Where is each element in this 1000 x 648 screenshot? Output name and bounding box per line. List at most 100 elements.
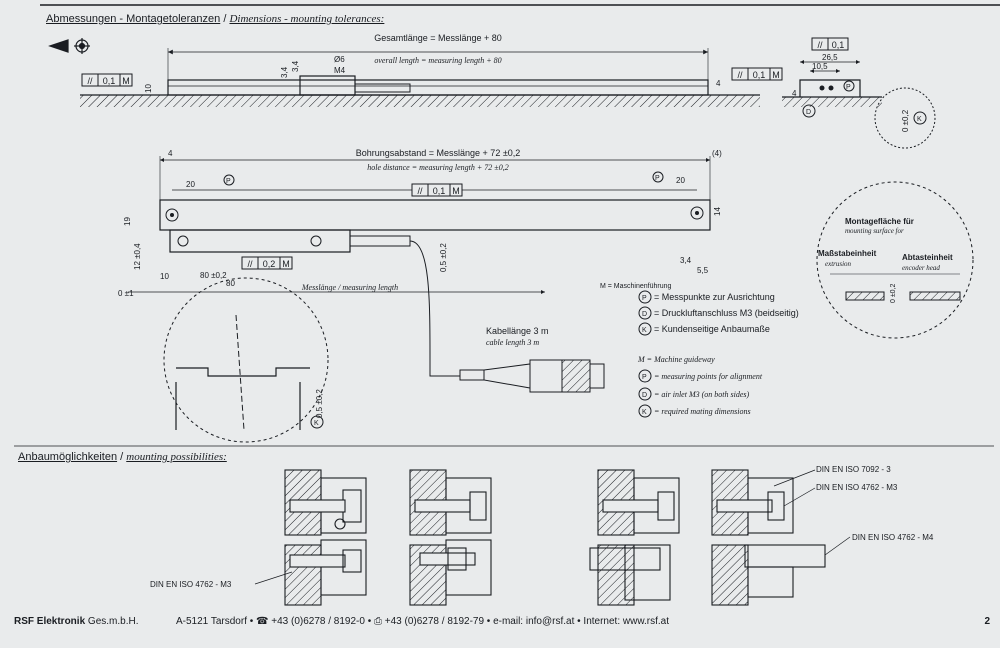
- mounting-heading-de: Anbaumöglichkeiten: [18, 451, 118, 463]
- svg-text:M: M: [282, 259, 290, 269]
- legend-de-sym-k: K: [642, 327, 647, 334]
- overall-length-en: overall length = measuring length + 80: [374, 56, 501, 65]
- scale-profile: [167, 79, 709, 96]
- mounting-variant-4: [711, 469, 826, 606]
- tolerance-frame-left: // 0,1 M: [81, 73, 133, 87]
- front-tolerance-frame: // 0,1 M: [411, 183, 463, 197]
- svg-text:M: M: [772, 70, 780, 80]
- label-d: D: [806, 109, 811, 116]
- reading-head-front: [169, 229, 351, 253]
- dim-10: 10: [144, 84, 153, 93]
- company-name: RSF Elektronik: [14, 616, 86, 627]
- standard-leaders: [254, 469, 851, 585]
- mounting-heading-en: mounting possibilities:: [126, 451, 227, 463]
- scale-body: [159, 199, 711, 231]
- machine-guideway-de: M = Maschinenführung: [600, 283, 672, 290]
- cable-length-en: cable length 3 m: [486, 338, 539, 347]
- tolerance-frame-right: // 0,1 M: [731, 67, 783, 81]
- standard-iso-4762-m4: DIN EN ISO 4762 - M4: [852, 533, 934, 542]
- head-tolerance-frame: // 0,2 M: [241, 256, 293, 270]
- dim-3-4-a: 3,4: [280, 66, 289, 78]
- detail-circle: [163, 277, 329, 443]
- legend-en-sym-p: P: [642, 374, 647, 381]
- standard-iso-4762-m3: DIN EN ISO 4762 - M3: [816, 483, 898, 492]
- legend-de-k: = Kundenseitige Anbaumaße: [654, 324, 770, 334]
- legend-de-sym-d: D: [642, 311, 647, 318]
- cable-connector: [459, 359, 605, 393]
- label-k-detail: K: [314, 420, 319, 427]
- svg-text:M: M: [122, 76, 130, 86]
- standard-iso-7092: DIN EN ISO 7092 - 3: [816, 465, 891, 474]
- dim-m4: M4: [334, 66, 346, 75]
- dim-4-front: 4: [168, 149, 173, 158]
- measuring-length-label: Messlänge / measuring length: [301, 283, 398, 292]
- dim-5-5: 5,5: [697, 266, 709, 275]
- legend-de-d: = Druckluftanschluss M3 (beidseitig): [654, 308, 799, 318]
- dim-10-5: 10,5: [812, 62, 828, 71]
- mounting-variant-1: [284, 469, 367, 606]
- scale-unit-en: extrusion: [825, 260, 852, 268]
- mounting-variant-2: [409, 469, 492, 606]
- page-number: 2: [984, 616, 990, 627]
- cable-length-de: Kabellänge 3 m: [486, 326, 549, 336]
- legend-en-k: = required mating dimensions: [654, 407, 751, 416]
- label-p-side: P: [846, 84, 851, 91]
- svg-text://: //: [737, 70, 743, 80]
- svg-text:0,1: 0,1: [433, 186, 446, 196]
- heading-en: Dimensions - mounting tolerances:: [229, 13, 385, 25]
- mounting-surface-detail: [816, 181, 974, 339]
- encoder-head-de: Abtasteinheit: [902, 253, 953, 262]
- side-tolerance-frame: // 0,1: [811, 37, 849, 51]
- heading-de: Abmessungen - Montagetoleranzen: [46, 13, 221, 25]
- projection-symbol-icon: [48, 38, 90, 54]
- legend-en-sym-k: K: [642, 409, 647, 416]
- legend-symbols: [638, 290, 652, 418]
- svg-text://: //: [417, 186, 423, 196]
- mounting-variant-3: [589, 469, 680, 606]
- dim-20-left: 20: [186, 180, 195, 189]
- hole-distance-en: hole distance = measuring length + 72 ±0…: [367, 163, 508, 172]
- svg-text://: //: [247, 259, 253, 269]
- dim-4-side: 4: [792, 89, 797, 98]
- mount-surface-title-de: Montagefläche für: [845, 217, 914, 226]
- svg-text://: //: [87, 76, 93, 86]
- svg-text:0,1: 0,1: [753, 70, 766, 80]
- mounting-heading: Anbaumöglichkeiten / mounting possibilit…: [18, 451, 227, 463]
- legend-en-p: = measuring points for alignment: [654, 372, 763, 381]
- dim-26-5: 26,5: [822, 53, 838, 62]
- dim-80: 80: [226, 279, 235, 288]
- dimensions-heading: Abmessungen - Montagetoleranzen / Dimens…: [46, 13, 384, 25]
- legend-en-d: = air inlet M3 (on both sides): [654, 390, 750, 399]
- hole-distance-de: Bohrungsabstand = Messlänge + 72 ±0,2: [356, 148, 521, 158]
- standard-iso-4762-m3-left: DIN EN ISO 4762 - M3: [150, 580, 232, 589]
- label-k-side: K: [917, 116, 922, 123]
- svg-text://: //: [817, 40, 823, 50]
- dim-4-paren: (4): [712, 149, 722, 158]
- dim-0-5-front: 0,5 ±0,2: [439, 243, 448, 272]
- dim-zero: 0 ±1: [118, 289, 134, 298]
- legend-de-sym-p: P: [642, 295, 647, 302]
- svg-text:0,1: 0,1: [103, 76, 116, 86]
- legend-de-p: = Messpunkte zur Ausrichtung: [654, 292, 775, 302]
- dim-12: 12 ±0,4: [133, 243, 142, 270]
- dim-10-front: 10: [160, 272, 169, 281]
- footer: RSF Elektronik Ges.m.b.H. A-5121 Tarsdor…: [14, 614, 992, 632]
- mount-surface-dim: 0 ±0,2: [890, 283, 897, 303]
- side-view: [782, 59, 936, 149]
- legend-en-m: M = Machine guideway: [637, 355, 715, 364]
- dim-phi6: Ø6: [334, 55, 345, 64]
- reading-head: [299, 75, 356, 96]
- mount-surface-title-en: mounting surface for: [845, 227, 904, 235]
- footer-company: RSF Elektronik Ges.m.b.H.: [14, 616, 139, 627]
- dim-14: 14: [713, 207, 722, 216]
- scale-unit-de: Maßstabeinheit: [818, 249, 877, 258]
- top-view: [80, 48, 760, 107]
- dim-4-top: 4: [716, 79, 721, 88]
- detail-0-5: 0,5 ±0,2: [315, 389, 324, 418]
- front-view: [128, 156, 711, 443]
- label-p-left: P: [226, 178, 231, 185]
- svg-text:0,1: 0,1: [832, 40, 845, 50]
- svg-text:0,2: 0,2: [263, 259, 276, 269]
- mounting-heading-sep: /: [117, 451, 127, 463]
